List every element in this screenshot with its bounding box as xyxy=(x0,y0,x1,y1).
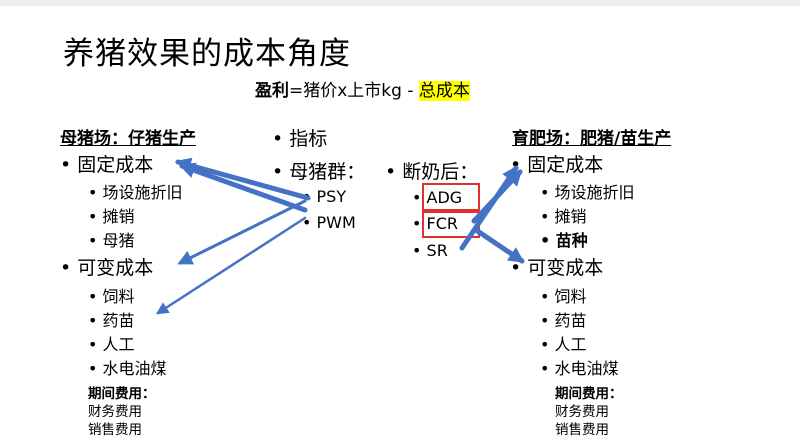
weaning-metric-sr: • SR xyxy=(412,241,448,260)
weaning-metric-adg: • ADG xyxy=(412,188,463,207)
indicators-label: 指标 xyxy=(289,128,328,150)
left-variable-item: • 人工 xyxy=(88,335,135,354)
left-heading: 母猪场：仔猪生产 xyxy=(60,129,196,149)
weaning-metric-fcr: • FCR xyxy=(412,214,459,233)
sow-metric-label: PSY xyxy=(316,187,347,206)
right-variable-cost: • 可变成本 xyxy=(510,257,604,279)
left-variable-item: • 水电油煤 xyxy=(88,359,167,378)
left-variable-item-label: 人工 xyxy=(102,335,135,354)
weaning-metric-label: ADG xyxy=(426,188,463,207)
right-fixed-item-label: 场设施折旧 xyxy=(554,183,635,202)
left-period-title: 期间费用： xyxy=(88,386,156,402)
post-weaning-label: 断奶后： xyxy=(402,161,479,183)
right-fixed-item: • 场设施折旧 xyxy=(540,183,635,202)
arrow-fcr-to-fixed-cost xyxy=(471,169,523,224)
left-fixed-item: • 母猪 xyxy=(88,231,135,250)
sow-group-label: 母猪群： xyxy=(289,161,366,183)
left-period-item: 财务费用 xyxy=(88,404,142,420)
right-period-item: 财务费用 xyxy=(555,404,609,420)
adg-highlight-box xyxy=(422,183,480,211)
right-period-item: 销售费用 xyxy=(555,422,609,438)
left-fixed-cost-label: 固定成本 xyxy=(77,154,154,176)
arrow-psy-to-fixed-cost xyxy=(174,157,311,201)
right-variable-item-label: 水电油煤 xyxy=(554,359,619,378)
profit-label: 盈利 xyxy=(255,81,289,101)
left-variable-item-label: 饲料 xyxy=(102,287,135,306)
arrow-pwm-to-fixed-cost xyxy=(178,162,308,213)
right-heading: 育肥场：肥猪/苗生产 xyxy=(512,129,672,149)
left-variable-item: • 药苗 xyxy=(88,311,135,330)
left-fixed-item-label: 摊销 xyxy=(102,207,135,226)
left-variable-item-label: 药苗 xyxy=(102,311,135,330)
right-fixed-item: • 苗种 xyxy=(540,231,588,250)
left-fixed-item-label: 母猪 xyxy=(102,231,135,250)
left-period-item: 销售费用 xyxy=(88,422,142,438)
arrow-fcr-to-variable-cost xyxy=(473,227,525,264)
profit-equation: =猪价x上市kg - xyxy=(289,81,419,101)
right-variable-item: • 饲料 xyxy=(540,287,587,306)
sow-metric-pwm: • PWM xyxy=(302,213,356,232)
sow-metric-label: PWM xyxy=(316,213,356,232)
profit-formula: 盈利=猪价x上市kg - 总成本 xyxy=(255,76,470,101)
left-fixed-cost: • 固定成本 xyxy=(60,154,154,176)
post-weaning: • 断奶后： xyxy=(385,161,479,183)
left-variable-cost: • 可变成本 xyxy=(60,257,154,279)
left-variable-item: • 饲料 xyxy=(88,287,135,306)
right-variable-cost-label: 可变成本 xyxy=(527,257,604,279)
total-cost-highlight: 总成本 xyxy=(418,81,470,101)
sow-group: • 母猪群： xyxy=(272,161,366,183)
right-fixed-item-label: 苗种 xyxy=(555,231,588,250)
right-variable-item: • 药苗 xyxy=(540,311,587,330)
right-variable-item-label: 人工 xyxy=(554,335,587,354)
right-variable-item: • 人工 xyxy=(540,335,587,354)
left-fixed-item-label: 场设施折旧 xyxy=(102,183,183,202)
weaning-metric-label: FCR xyxy=(426,214,459,233)
right-fixed-cost-label: 固定成本 xyxy=(527,154,604,176)
right-variable-item: • 水电油煤 xyxy=(540,359,619,378)
weaning-metric-label: SR xyxy=(426,241,448,260)
right-variable-item-label: 药苗 xyxy=(554,311,587,330)
slide-title: 养猪效果的成本角度 xyxy=(63,36,351,72)
right-fixed-item: • 摊销 xyxy=(540,207,587,226)
indicators: • 指标 xyxy=(272,128,328,150)
right-period-title: 期间费用： xyxy=(555,386,623,402)
left-fixed-item: • 摊销 xyxy=(88,207,135,226)
left-variable-item-label: 水电油煤 xyxy=(102,359,167,378)
left-fixed-item: • 场设施折旧 xyxy=(88,183,183,202)
right-fixed-item-label: 摊销 xyxy=(554,207,587,226)
arrow-psy-to-variable-cost xyxy=(177,199,307,265)
right-fixed-cost: • 固定成本 xyxy=(510,154,604,176)
left-variable-cost-label: 可变成本 xyxy=(77,257,154,279)
right-variable-item-label: 饲料 xyxy=(554,287,587,306)
slide-top-bar xyxy=(0,0,800,6)
arrow-pwm-to-medicine xyxy=(155,216,307,315)
